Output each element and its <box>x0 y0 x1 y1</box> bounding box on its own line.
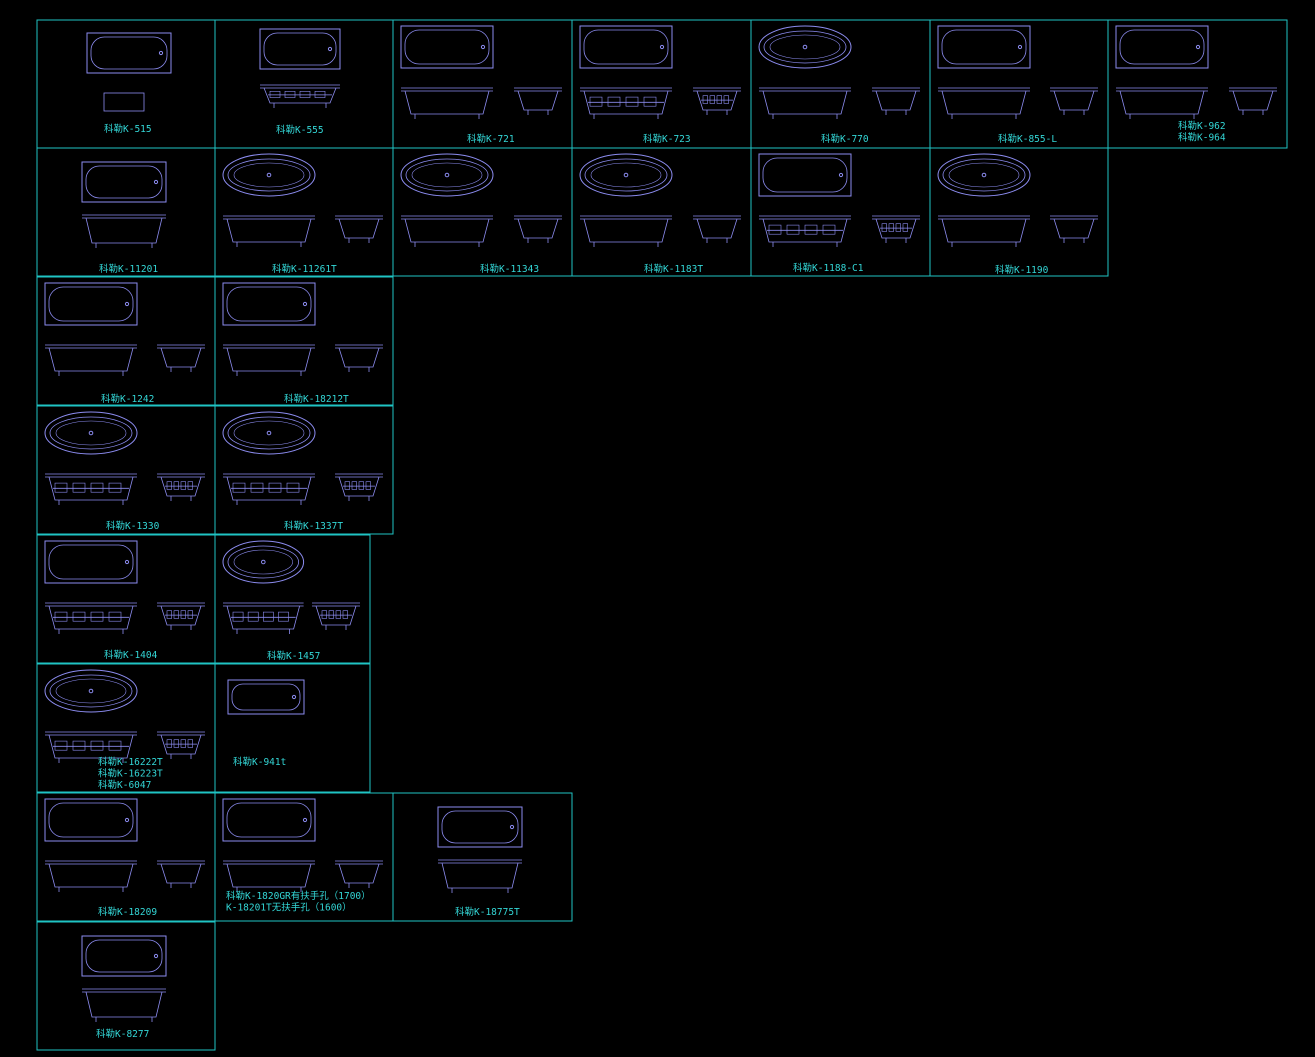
bathtub-cell: 科勒K-11261T <box>214 147 394 277</box>
cell-frame <box>750 147 931 277</box>
bathtub-drawing <box>81 935 167 1022</box>
cell-frame <box>214 405 394 535</box>
bathtub-drawing <box>400 25 562 119</box>
model-label: 科勒K-770 <box>821 133 869 145</box>
cell-frame <box>392 792 573 922</box>
bathtub-drawing <box>222 411 383 505</box>
model-label: 科勒K-11261T <box>272 263 337 275</box>
bathtub-cell: 科勒K-18212T <box>214 276 394 406</box>
model-label: 科勒K-18212T <box>284 393 349 405</box>
cell-frame <box>36 921 216 1051</box>
model-label: 科勒K-18775T <box>455 906 520 918</box>
model-label: 科勒K-721 <box>467 133 515 145</box>
bathtub-drawing <box>222 540 360 634</box>
model-label: 科勒K-1188-C1 <box>793 262 864 274</box>
bathtub-drawing <box>437 806 523 893</box>
bathtub-drawing <box>222 153 383 247</box>
bathtub-cell: 科勒K-11343 <box>392 147 573 277</box>
cell-frame <box>392 19 573 149</box>
cell-frame <box>214 276 394 406</box>
bathtub-cell: 科勒K-1820GR有扶手孔（1700）K-18201T无扶手孔（1600） <box>214 792 394 922</box>
model-label: 科勒K-11201 <box>99 263 158 275</box>
model-label: 科勒K-11343 <box>480 263 539 275</box>
bathtub-cell: 科勒K-11201 <box>36 147 216 277</box>
cell-frame <box>36 276 216 406</box>
model-label: 科勒K-1337T <box>284 520 343 532</box>
bathtub-cell: 科勒K-1457 <box>214 534 371 664</box>
bathtub-cell: 科勒K-1190 <box>929 147 1109 277</box>
bathtub-drawing <box>579 25 741 119</box>
bathtub-cell: 科勒K-18775T <box>392 792 573 922</box>
bathtub-cell: 科勒K-1242 <box>36 276 216 406</box>
bathtub-drawing <box>400 153 562 247</box>
model-label: 科勒K-1183T <box>644 263 703 275</box>
model-label: 科勒K-1242 <box>101 393 154 405</box>
cell-frame <box>36 147 216 277</box>
model-label: 科勒K-1190 <box>995 264 1049 276</box>
model-label: 科勒K-8277 <box>96 1028 149 1040</box>
bathtub-drawing <box>937 25 1098 119</box>
model-label: 科勒K-964 <box>1178 132 1226 144</box>
bathtub-drawing <box>758 25 920 119</box>
bathtub-cell: 科勒K-1337T <box>214 405 394 535</box>
cell-frame <box>214 663 371 793</box>
cell-frame <box>929 19 1109 149</box>
bathtub-drawing <box>259 28 341 108</box>
bathtub-drawing <box>1115 25 1277 119</box>
model-label: 科勒K-1820GR有扶手孔（1700） <box>226 890 371 902</box>
model-label: 科勒K-941t <box>233 756 286 768</box>
model-label: 科勒K-723 <box>643 133 691 145</box>
model-label: 科勒K-1457 <box>267 650 320 662</box>
bathtub-drawing <box>222 798 383 892</box>
model-label: K-18201T无扶手孔（1600） <box>226 902 352 914</box>
model-label: 科勒K-16222T <box>98 756 163 768</box>
model-label: 科勒K-855-L <box>998 133 1057 145</box>
bathtub-cell: 科勒K-723 <box>571 19 752 149</box>
bathtub-cell: 科勒K-941t <box>214 663 371 793</box>
model-label: 科勒K-6047 <box>98 779 151 791</box>
model-label: 科勒K-1330 <box>106 520 160 532</box>
bathtub-drawing <box>758 153 920 247</box>
bathtub-drawing <box>44 540 205 634</box>
bathtub-drawing <box>222 282 383 376</box>
cell-frame <box>1107 19 1288 149</box>
bathtub-cell: 科勒K-721 <box>392 19 573 149</box>
bathtub-cell: 科勒K-1404 <box>36 534 216 664</box>
bathtub-cell: 科勒K-1183T <box>571 147 752 277</box>
bathtub-drawing <box>81 161 167 248</box>
bathtub-cell: 科勒K-555 <box>214 19 394 149</box>
bathtub-drawing <box>937 153 1098 247</box>
model-label: 科勒K-18209 <box>98 906 157 918</box>
bathtub-cell: 科勒K-1188-C1 <box>750 147 931 277</box>
bathtub-drawing <box>44 798 205 892</box>
cell-frame <box>571 19 752 149</box>
bathtub-cell: 科勒K-770 <box>750 19 931 149</box>
model-label: 科勒K-1404 <box>104 649 158 661</box>
cell-frame <box>36 534 216 664</box>
bathtub-cell: 科勒K-18209 <box>36 792 216 922</box>
cell-frame <box>214 534 371 664</box>
bathtub-cell: 科勒K-1330 <box>36 405 216 535</box>
cell-frame <box>36 792 216 922</box>
model-label: 科勒K-962 <box>1178 120 1226 132</box>
bathtub-drawing <box>44 669 205 763</box>
bathtub-drawing <box>86 32 172 112</box>
model-label: 科勒K-515 <box>104 123 152 135</box>
bathtub-cell: 科勒K-855-L <box>929 19 1109 149</box>
model-label: 科勒K-16223T <box>98 768 163 780</box>
cell-frame <box>929 147 1109 277</box>
bathtub-drawing <box>44 411 205 505</box>
model-label: 科勒K-555 <box>276 124 324 136</box>
bathtub-cell: 科勒K-515 <box>36 19 216 149</box>
bathtub-drawing <box>227 679 305 715</box>
bathtub-drawing <box>579 153 741 247</box>
bathtub-drawing <box>44 282 205 376</box>
bathtub-cell: 科勒K-8277 <box>36 921 216 1051</box>
